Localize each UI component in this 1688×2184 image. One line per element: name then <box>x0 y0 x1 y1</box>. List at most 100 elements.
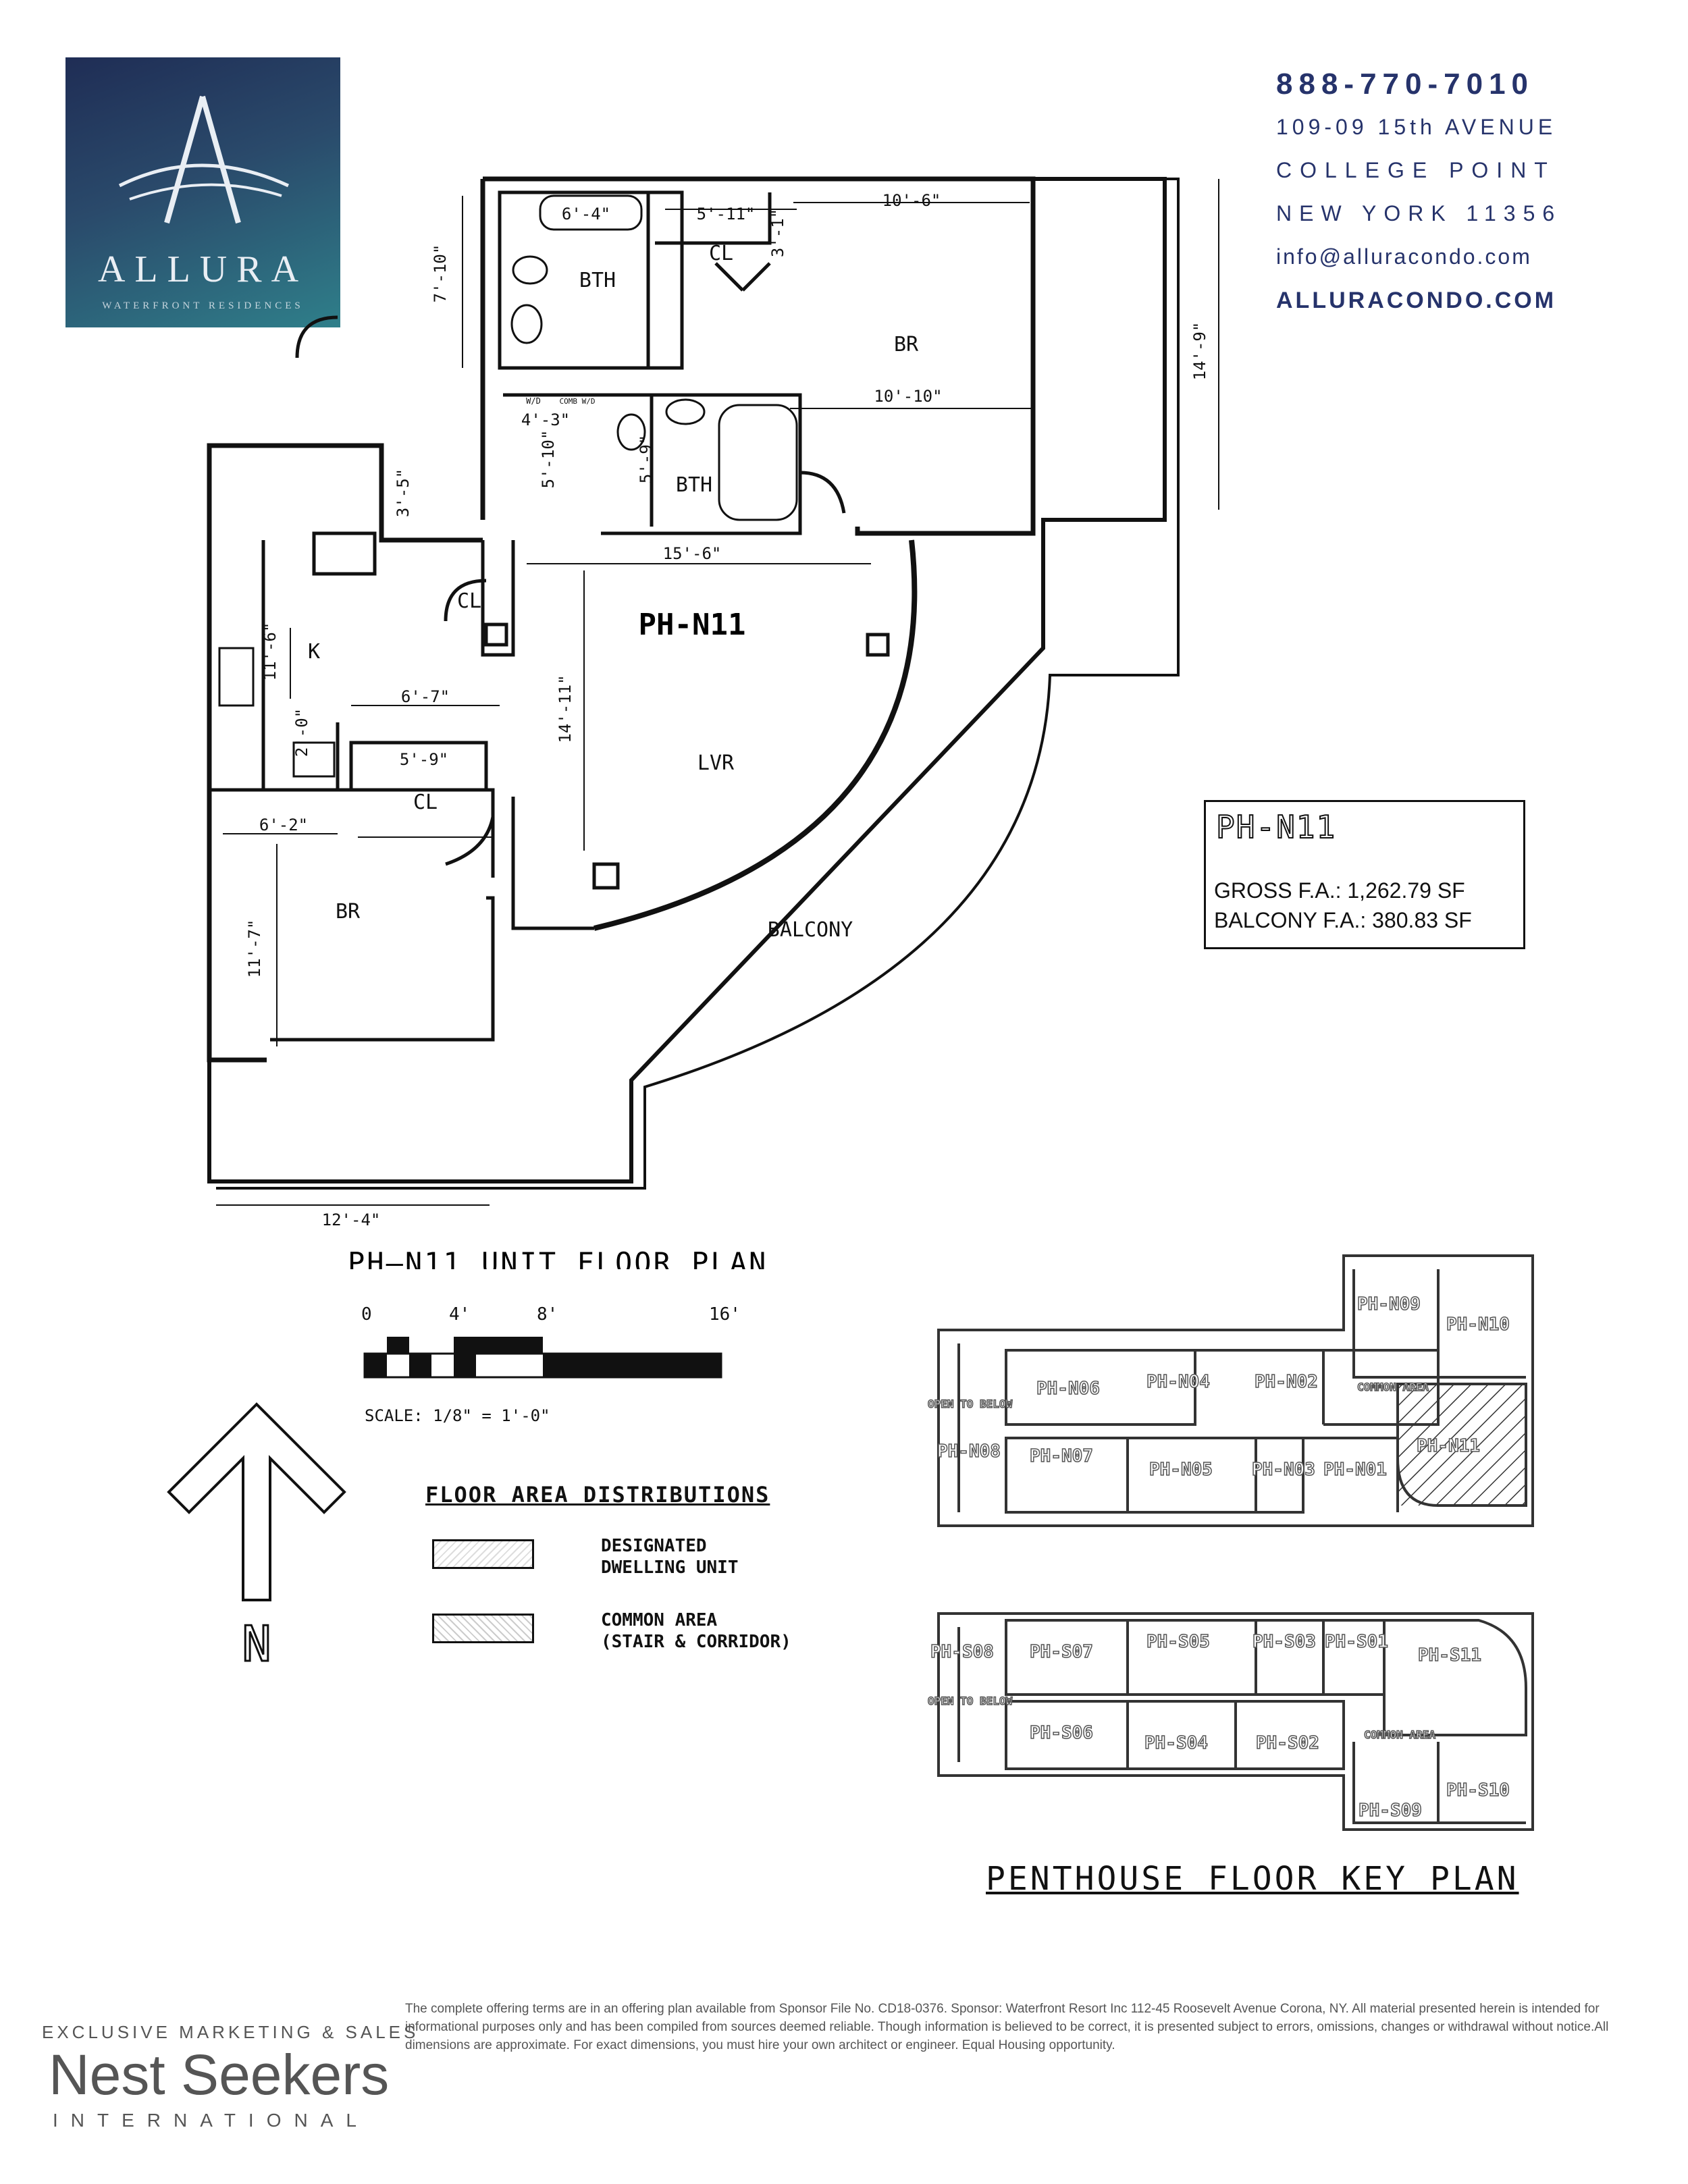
key-unit-ph-n10[interactable]: PH-N10 <box>1446 1314 1510 1335</box>
balcony-outline <box>216 178 1180 1190</box>
room-label-br-top: BR <box>894 333 919 356</box>
legend-swatch-common <box>432 1614 534 1643</box>
contact-block: 888-770-7010 109-09 15th AVENUE COLLEGE … <box>1276 68 1654 331</box>
legend-swatch-dwelling <box>432 1539 534 1569</box>
key-unit-ph-n09[interactable]: PH-N09 <box>1356 1294 1421 1315</box>
room-label-k: K <box>308 640 320 664</box>
legend-title: FLOOR AREA DISTRIBUTIONS <box>425 1482 770 1508</box>
scale-tick-16: 16' <box>709 1304 741 1325</box>
legend-label-dwelling-2: DWELLING UNIT <box>601 1557 739 1578</box>
key-unit-ph-s10[interactable]: PH-S10 <box>1446 1780 1510 1801</box>
gross-area: GROSS F.A.: 1,262.79 SF <box>1214 878 1465 903</box>
scale-tick-0: 0 <box>361 1304 372 1325</box>
dim-6-4: 6'-4" <box>562 205 610 223</box>
floor-area-legend: FLOOR AREA DISTRIBUTIONS DESIGNATED DWEL… <box>425 1482 864 1671</box>
interior-walls <box>209 190 846 1042</box>
dim-4-3: 4'-3" <box>521 410 570 429</box>
dim-7-10: 7'-10" <box>431 244 450 303</box>
north-arrow-icon <box>167 1402 346 1601</box>
unit-floor-plan: BTH CL BR BTH CL K LVR CL BR BALCONY W/D… <box>207 176 1219 1269</box>
scale-tick-8: 8' <box>537 1304 558 1325</box>
key-unit-ph-n01[interactable]: PH-N01 <box>1323 1459 1387 1481</box>
marketing-label: EXCLUSIVE MARKETING & SALES <box>42 2022 419 2042</box>
room-label-bth-mid: BTH <box>676 473 712 497</box>
dim-5-9-bath: 5'-9" <box>637 435 656 483</box>
plumbing-fixtures <box>218 194 890 890</box>
dim-3-1: 3'-1" <box>768 209 787 257</box>
balcony-area: BALCONY F.A.: 380.83 SF <box>1214 908 1472 932</box>
dim-5-11: 5'-11" <box>697 205 756 223</box>
key-unit-ph-n05[interactable]: PH-N05 <box>1149 1459 1213 1481</box>
allura-a-mark-icon <box>118 95 290 224</box>
scale-bar: 0 4' 8' 16' SCALE: 1/8" = 1'-0" <box>361 1304 741 1425</box>
scale-label: SCALE: 1/8" = 1'-0" <box>365 1406 550 1425</box>
allura-logo: ALLURA WATERFRONT RESIDENCES <box>65 57 340 327</box>
dim-10-6: 10'-6" <box>882 191 941 210</box>
north-label: N <box>242 1616 271 1672</box>
dimension-lines <box>216 179 1219 1206</box>
key-unit-ph-s06[interactable]: PH-S06 <box>1029 1722 1093 1744</box>
key-plan-north-wing: PH-N09 PH-N10 PH-N06 PH-N04 PH-N02 PH-N0… <box>927 1254 1534 1527</box>
dim-14-9: 14'-9" <box>1190 322 1209 381</box>
key-plan-south-wing: PH-S08 PH-S07 PH-S05 PH-S03 PH-S01 PH-S1… <box>927 1612 1534 1831</box>
email-link[interactable]: info@alluracondo.com <box>1276 244 1532 269</box>
legend-label-common-2: (STAIR & CORRIDOR) <box>601 1632 791 1652</box>
key-unit-ph-s04[interactable]: PH-S04 <box>1144 1732 1208 1754</box>
room-label-cl-low: CL <box>413 791 438 814</box>
legal-disclaimer: The complete offering terms are in an of… <box>405 2002 1609 2052</box>
floor-plan-title: PH–N11 UNIT FLOOR PLAN <box>348 1246 768 1269</box>
key-common-area-south: COMMON AREA <box>1364 1728 1435 1741</box>
dim-12-4: 12'-4" <box>322 1210 381 1229</box>
legend-label-common-1: COMMON AREA <box>601 1610 718 1630</box>
dim-10-10: 10'-10" <box>874 387 942 406</box>
key-unit-ph-s01[interactable]: PH-S01 <box>1324 1631 1388 1653</box>
key-unit-ph-n04[interactable]: PH-N04 <box>1146 1371 1210 1393</box>
curved-window-wall <box>594 539 918 931</box>
key-unit-ph-n06[interactable]: PH-N06 <box>1036 1378 1100 1400</box>
legend-label-dwelling-1: DESIGNATED <box>601 1536 707 1556</box>
key-unit-ph-n07[interactable]: PH-N07 <box>1029 1445 1093 1467</box>
key-unit-ph-s05[interactable]: PH-S05 <box>1146 1631 1210 1653</box>
room-label-wd: W/D <box>526 396 541 406</box>
address-line-1: 109-09 15th AVENUE <box>1276 115 1557 139</box>
dim-5-10: 5'-10" <box>539 430 558 489</box>
key-open-below-north: OPEN TO BELOW <box>928 1397 1013 1410</box>
key-unit-ph-s03[interactable]: PH-S03 <box>1252 1631 1316 1653</box>
dim-6-2: 6'-2" <box>259 816 308 834</box>
key-unit-ph-s02[interactable]: PH-S02 <box>1255 1732 1319 1754</box>
dim-11-6: 11'-6" <box>261 622 280 681</box>
room-label-comb: COMB W/D <box>560 397 596 406</box>
key-unit-ph-s08[interactable]: PH-S08 <box>930 1641 994 1663</box>
room-label-cl-top: CL <box>709 242 733 265</box>
room-label-cl-mid: CL <box>457 589 481 613</box>
address-line-3: NEW YORK 11356 <box>1276 201 1562 225</box>
phone-number[interactable]: 888-770-7010 <box>1276 68 1535 101</box>
address-line-2: COLLEGE POINT <box>1276 158 1556 182</box>
key-unit-ph-s07[interactable]: PH-S07 <box>1029 1641 1093 1663</box>
exterior-wall-lower <box>207 177 1167 1183</box>
key-unit-ph-n08[interactable]: PH-N08 <box>937 1441 1001 1462</box>
brand-name: ALLURA <box>97 248 309 290</box>
dim-3-5: 3'-5" <box>394 469 413 517</box>
company-name: Nest Seekers <box>49 2043 390 2106</box>
website-link[interactable]: ALLURACONDO.COM <box>1276 288 1557 313</box>
scale-tick-4: 4' <box>449 1304 470 1325</box>
dim-15-6: 15'-6" <box>663 544 722 563</box>
unit-box-name: PH-N11 <box>1215 808 1337 846</box>
key-common-area-north: COMMON AREA <box>1357 1381 1429 1393</box>
room-label-bth-top: BTH <box>579 269 616 292</box>
unit-id-label: PH-N11 <box>639 608 746 642</box>
key-unit-ph-s11[interactable]: PH-S11 <box>1417 1645 1481 1666</box>
exterior-wall <box>207 176 1036 1063</box>
key-unit-ph-n02[interactable]: PH-N02 <box>1254 1371 1318 1393</box>
company-sub: INTERNATIONAL <box>53 2110 369 2131</box>
room-label-br-low: BR <box>336 900 361 924</box>
key-unit-ph-s09[interactable]: PH-S09 <box>1358 1800 1422 1821</box>
key-open-below-south: OPEN TO BELOW <box>928 1695 1013 1707</box>
dim-2-0: 2'-0" <box>292 708 311 757</box>
dim-11-7: 11'-7" <box>245 920 264 978</box>
key-unit-ph-n03[interactable]: PH-N03 <box>1251 1459 1315 1481</box>
brand-tagline: WATERFRONT RESIDENCES <box>102 300 304 311</box>
key-unit-ph-n11[interactable]: PH-N11 <box>1416 1435 1480 1457</box>
room-label-balcony: BALCONY <box>768 918 853 942</box>
